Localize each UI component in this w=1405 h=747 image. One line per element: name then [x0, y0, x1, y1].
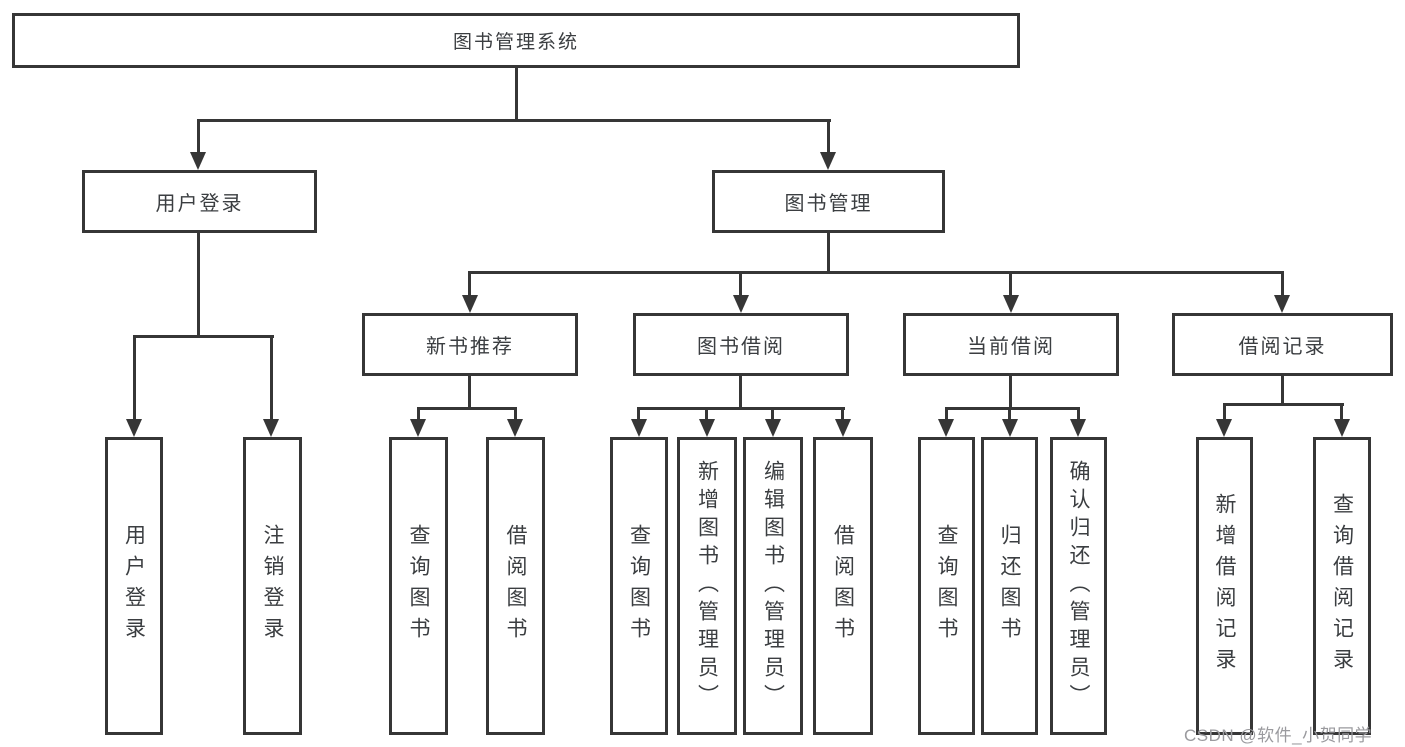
connector-line [1009, 274, 1012, 297]
arrowhead-down-icon [1002, 419, 1018, 437]
connector-line [1281, 375, 1284, 405]
node-label: 查询图书 [627, 524, 651, 648]
leaf-query-books-recommend: 查询图书 [389, 437, 448, 735]
connector-line [771, 410, 774, 421]
connector-line [1008, 410, 1011, 421]
connector-line [468, 271, 1284, 274]
arrowhead-down-icon [1003, 295, 1019, 313]
node-current-borrowing: 当前借阅 [903, 313, 1119, 376]
node-label: 确认归还（管理员） [1067, 460, 1090, 712]
connector-line [945, 410, 948, 421]
node-label: 当前借阅 [967, 336, 1055, 358]
arrowhead-down-icon [263, 419, 279, 437]
arrowhead-down-icon [1070, 419, 1086, 437]
node-borrowing-records: 借阅记录 [1172, 313, 1393, 376]
connector-line [417, 410, 420, 421]
leaf-borrow-books: 借阅图书 [813, 437, 873, 735]
arrowhead-down-icon [1274, 295, 1290, 313]
arrowhead-down-icon [699, 419, 715, 437]
connector-line [637, 410, 640, 421]
node-label: 归还图书 [998, 524, 1021, 648]
connector-line [739, 274, 742, 297]
node-label: 新增图书（管理员） [695, 460, 719, 712]
node-label: 注销登录 [261, 524, 284, 648]
leaf-query-borrow-record: 查询借阅记录 [1313, 437, 1371, 735]
node-label: 借阅图书 [831, 524, 855, 648]
connector-line [945, 407, 1080, 410]
node-label: 新书推荐 [426, 336, 514, 358]
connector-line [1223, 406, 1226, 421]
arrowhead-down-icon [733, 295, 749, 313]
leaf-borrow-books-recommend: 借阅图书 [486, 437, 545, 735]
connector-line [705, 410, 708, 421]
connector-line [841, 410, 844, 421]
leaf-user-login: 用户登录 [105, 437, 163, 735]
connector-line [133, 338, 136, 421]
arrowhead-down-icon [820, 152, 836, 170]
node-label: 图书管理 [784, 193, 873, 215]
connector-line [827, 232, 830, 274]
node-label: 图书管理系统 [452, 32, 579, 53]
node-user-login-module: 用户登录 [82, 170, 317, 233]
arrowhead-down-icon [462, 295, 478, 313]
leaf-query-books-borrowing: 查询图书 [610, 437, 668, 735]
node-book-management-module: 图书管理 [712, 170, 945, 233]
connector-line [637, 407, 845, 410]
connector-line [468, 375, 471, 409]
leaf-return-books: 归还图书 [981, 437, 1038, 735]
connector-line [417, 407, 517, 410]
leaf-edit-books-admin: 编辑图书（管理员） [743, 437, 803, 735]
node-label: 编辑图书（管理员） [761, 460, 785, 712]
arrowhead-down-icon [631, 419, 647, 437]
node-library-management-system: 图书管理系统 [12, 13, 1020, 68]
leaf-add-books-admin: 新增图书（管理员） [677, 437, 737, 735]
arrowhead-down-icon [1334, 419, 1350, 437]
connector-line [515, 68, 518, 121]
node-label: 借阅图书 [504, 524, 527, 648]
connector-line [514, 410, 517, 421]
leaf-confirm-return-admin: 确认归还（管理员） [1050, 437, 1107, 735]
leaf-add-borrow-record: 新增借阅记录 [1196, 437, 1253, 735]
connector-line [270, 338, 273, 421]
node-label: 用户登录 [122, 524, 146, 648]
leaf-query-books-current: 查询图书 [918, 437, 975, 735]
node-book-borrowing: 图书借阅 [633, 313, 849, 376]
node-label: 图书借阅 [697, 336, 785, 358]
connector-line [1077, 410, 1080, 421]
arrowhead-down-icon [410, 419, 426, 437]
connector-line [197, 119, 831, 122]
node-label: 查询图书 [407, 524, 430, 648]
connector-line [1009, 375, 1012, 409]
arrowhead-down-icon [938, 419, 954, 437]
connector-line [468, 274, 471, 297]
node-label: 查询借阅记录 [1330, 493, 1354, 679]
connector-line [197, 122, 200, 154]
node-label: 新增借阅记录 [1213, 493, 1236, 679]
connector-line [197, 233, 200, 337]
arrowhead-down-icon [765, 419, 781, 437]
node-new-book-recommendation: 新书推荐 [362, 313, 578, 376]
arrowhead-down-icon [126, 419, 142, 437]
connector-line [133, 335, 274, 338]
arrowhead-down-icon [1216, 419, 1232, 437]
connector-line [1223, 403, 1344, 406]
connector-line [1281, 274, 1284, 297]
arrowhead-down-icon [507, 419, 523, 437]
arrowhead-down-icon [190, 152, 206, 170]
leaf-logout: 注销登录 [243, 437, 302, 735]
node-label: 用户登录 [155, 193, 244, 215]
node-label: 借阅记录 [1238, 336, 1327, 358]
csdn-watermark: CSDN @软件_小贺同学 [1184, 726, 1373, 745]
arrowhead-down-icon [835, 419, 851, 437]
connector-line [827, 122, 830, 154]
connector-line [739, 375, 742, 409]
node-label: 查询图书 [935, 524, 958, 648]
connector-line [1340, 406, 1343, 421]
